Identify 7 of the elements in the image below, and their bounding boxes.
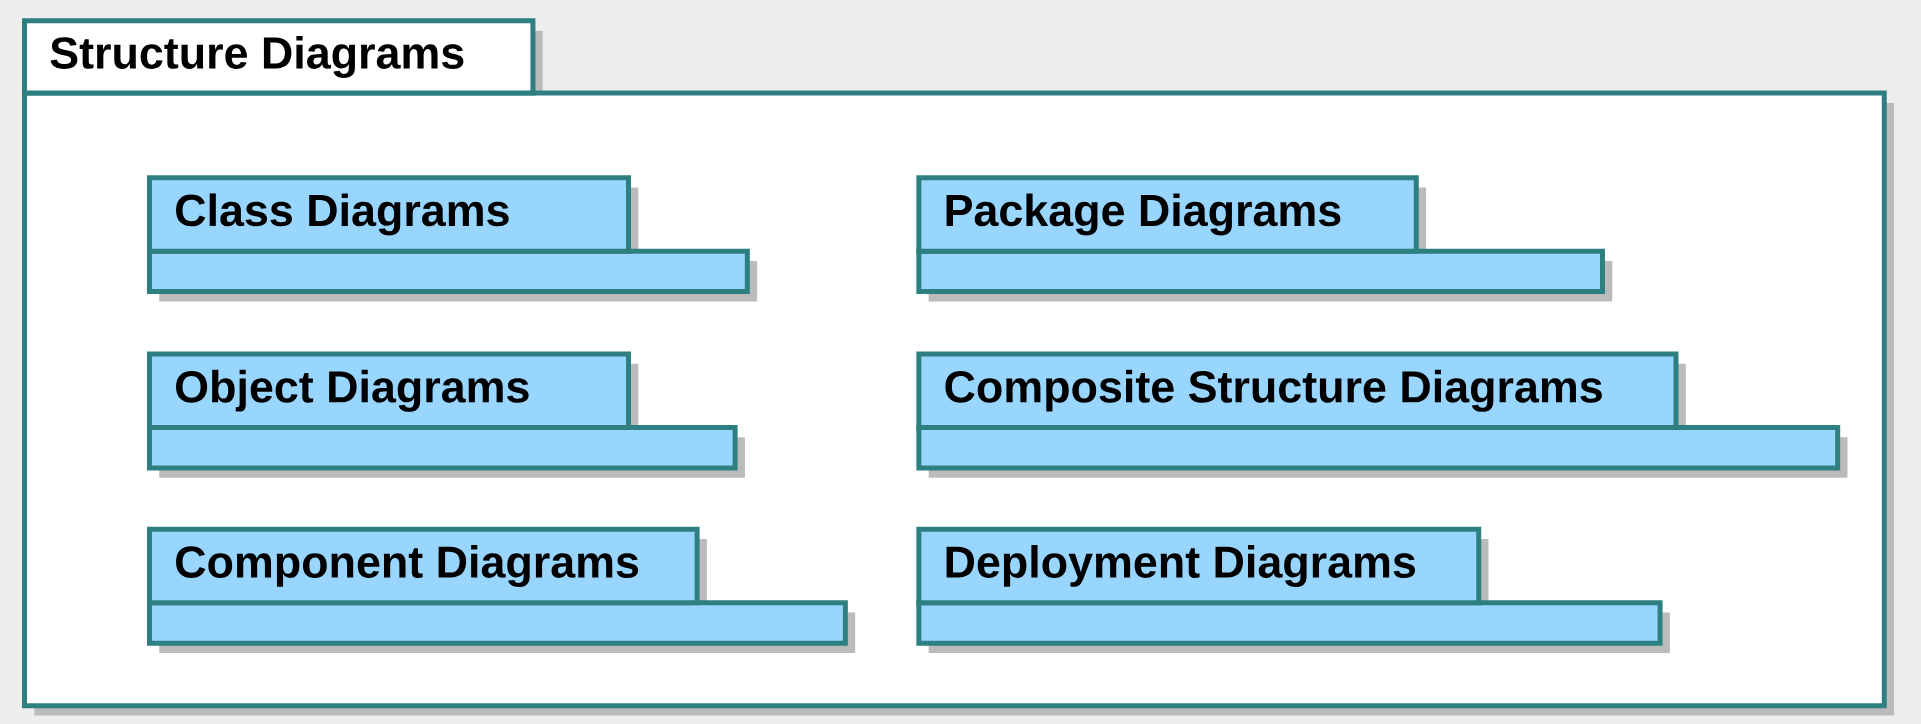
node-label: Structure Diagrams — [50, 35, 464, 78]
package-box: Package Diagrams — [916, 175, 1613, 302]
package-box: Composite Structure Diagrams — [916, 351, 1848, 478]
package-box: Object Diagrams — [147, 351, 745, 478]
package-box: Component Diagrams — [147, 526, 856, 653]
package-box: Class Diagrams — [147, 175, 758, 302]
package-box: Deployment Diagrams — [916, 526, 1670, 653]
